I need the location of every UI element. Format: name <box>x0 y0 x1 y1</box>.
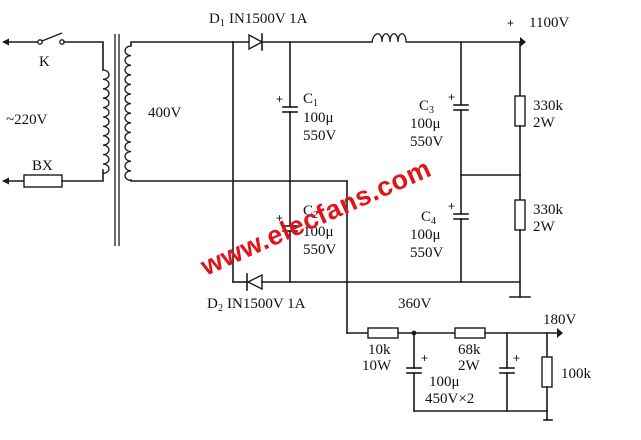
c1-value: 100μ <box>303 110 334 126</box>
c2-rating: 550V <box>303 242 337 258</box>
hv-plus-sign: + <box>507 16 514 30</box>
capacitor-c6 <box>499 332 515 412</box>
c1-plus: + <box>276 92 283 106</box>
r68k-value: 68k <box>458 342 481 358</box>
resistor-100k <box>541 332 553 412</box>
input-arrow-top <box>2 38 9 46</box>
r-top-power: 2W <box>533 115 556 131</box>
r10k-value: 10k <box>368 342 391 358</box>
transformer-core <box>114 34 120 246</box>
fuse-label: BX <box>32 158 53 174</box>
diode-d1 <box>232 33 373 51</box>
c2-subscript: 2 <box>313 210 318 221</box>
capacitor-c4 <box>453 174 469 283</box>
resistor-330k-top <box>514 41 526 176</box>
c3-value: 100μ <box>410 116 441 132</box>
secondary-winding <box>124 45 132 182</box>
c5-plus: + <box>421 351 428 365</box>
capacitor-c2 <box>282 180 298 283</box>
watermark-text: www.elecfans.com <box>195 153 435 282</box>
lv-output-label: 180V <box>543 312 577 328</box>
resistor-330k-bottom <box>514 174 526 298</box>
node-360v-label: 360V <box>398 296 432 312</box>
switch-k <box>37 32 65 45</box>
c3-rating: 550V <box>410 134 444 150</box>
d2-subscript: 2 <box>218 303 223 314</box>
r68k-power: 2W <box>458 358 481 374</box>
c3-subscript: 3 <box>429 105 434 116</box>
d1-label: D <box>209 11 220 27</box>
filter-cap-value: 100μ <box>429 374 460 390</box>
d2-label: D <box>207 296 218 312</box>
switch-label: K <box>39 54 50 70</box>
filter-cap-rating: 450V×2 <box>425 391 474 407</box>
d1-spec: IN1500V 1A <box>229 11 308 27</box>
capacitor-c5 <box>406 332 422 412</box>
c4-label: C <box>421 209 431 225</box>
c1-rating: 550V <box>303 128 337 144</box>
input-arrow-bottom <box>2 177 9 185</box>
fuse-bx <box>23 174 63 188</box>
d2-spec: IN1500V 1A <box>227 296 306 312</box>
c6-plus: + <box>513 351 520 365</box>
lv-output-arrow <box>557 328 563 338</box>
hv-output-label: 1100V <box>529 15 569 31</box>
mains-voltage-label: ~220V <box>6 112 48 128</box>
mains-input <box>2 32 104 188</box>
hv-output-arrow <box>520 37 526 47</box>
d1-subscript: 1 <box>220 18 225 29</box>
c3-label: C <box>419 98 429 114</box>
r-bottom-power: 2W <box>533 219 556 235</box>
r-bottom-value: 330k <box>533 202 564 218</box>
c4-subscript: 4 <box>431 216 436 227</box>
r100k-value: 100k <box>561 366 592 382</box>
diode-d2 <box>232 273 521 291</box>
r-top-value: 330k <box>533 98 564 114</box>
c2-plus: + <box>276 211 283 225</box>
c1-subscript: 1 <box>313 98 318 109</box>
resistor-10k <box>367 327 399 339</box>
primary-winding <box>102 69 110 175</box>
c4-rating: 550V <box>410 245 444 261</box>
inductor <box>371 33 521 43</box>
secondary-voltage-label: 400V <box>148 105 182 121</box>
capacitor-c1 <box>282 41 298 182</box>
capacitor-c3 <box>453 41 469 176</box>
c1-label: C <box>303 91 313 107</box>
c2-label: C <box>303 203 313 219</box>
r10k-power: 10W <box>362 358 392 374</box>
c3-plus: + <box>448 90 455 104</box>
c2-value: 100μ <box>303 224 334 240</box>
c4-value: 100μ <box>410 227 441 243</box>
c4-plus: + <box>448 199 455 213</box>
resistor-68k <box>454 327 486 339</box>
